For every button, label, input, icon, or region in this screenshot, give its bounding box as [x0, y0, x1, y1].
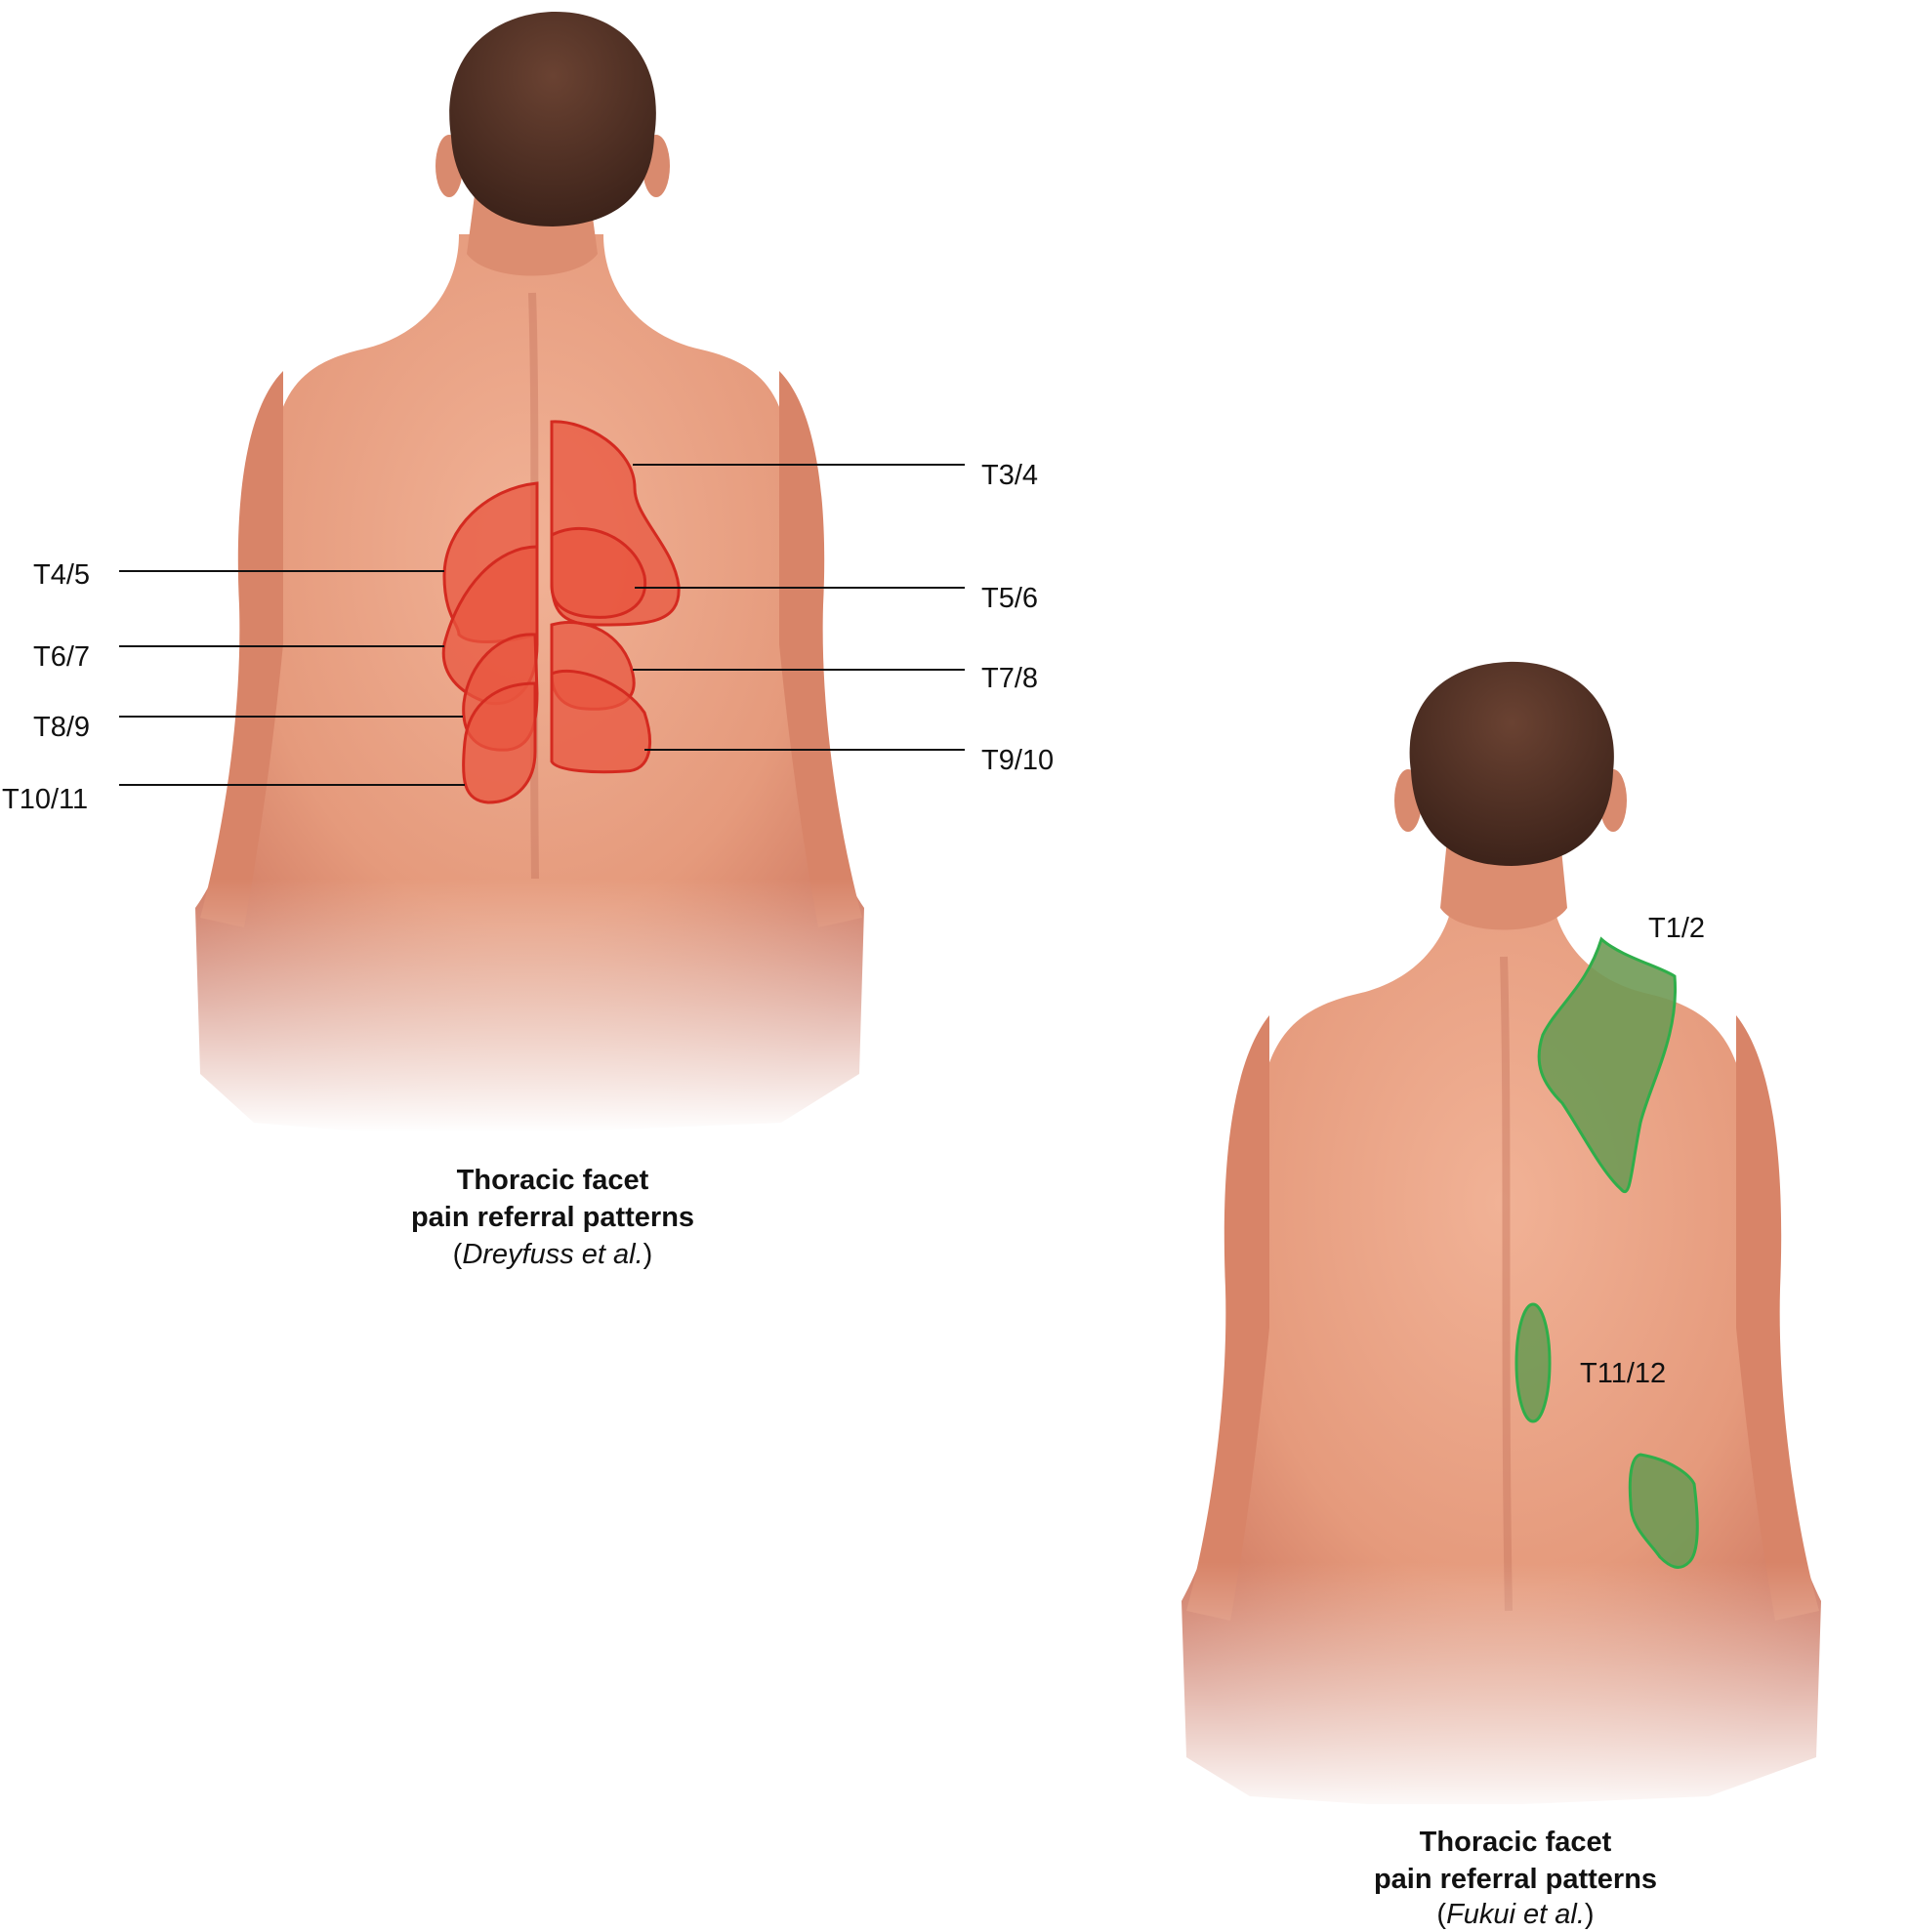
- right-caption-line3: (Fukui et al.): [1436, 1899, 1594, 1930]
- label-t6-7: T6/7: [33, 641, 90, 673]
- label-t1-2: T1/2: [1648, 913, 1705, 944]
- label-t9-10: T9/10: [981, 745, 1054, 776]
- right-spine-groove: [1500, 956, 1513, 1612]
- zone-t11-12: [1514, 1302, 1552, 1423]
- right-caption-line2: pain referral patterns: [1374, 1864, 1657, 1895]
- label-t3-4: T3/4: [981, 460, 1038, 491]
- left-leader-lines: [119, 464, 965, 786]
- zone-lower-right: [1628, 1453, 1699, 1569]
- label-t8-9: T8/9: [33, 712, 90, 743]
- left-caption-author: Dreyfuss et al.: [462, 1239, 643, 1270]
- label-t11-12: T11/12: [1580, 1358, 1666, 1389]
- label-t7-8: T7/8: [981, 663, 1038, 694]
- right-arm-left: [1186, 1015, 1269, 1621]
- left-referral-zones: [441, 420, 681, 804]
- right-hair: [1409, 661, 1614, 866]
- right-caption-line1: Thoracic facet: [1420, 1827, 1612, 1858]
- right-fade: [1133, 1562, 1904, 1816]
- label-t4-5: T4/5: [33, 559, 90, 591]
- left-caption-line1: Thoracic facet: [457, 1165, 649, 1196]
- zone-t10-11: [462, 681, 537, 804]
- left-caption-close-paren: ): [643, 1239, 653, 1270]
- zone-t1-2: [1537, 936, 1678, 1193]
- left-hair: [449, 11, 656, 226]
- left-caption: Thoracic facet pain referral patterns (D…: [411, 1165, 694, 1270]
- left-back-figure: [146, 11, 928, 1132]
- left-arm-left: [200, 371, 283, 927]
- label-t5-6: T5/6: [981, 583, 1038, 614]
- left-fade: [146, 879, 928, 1132]
- right-caption-open-paren: (: [1436, 1899, 1446, 1930]
- label-t10-11: T10/11: [2, 784, 88, 815]
- left-arm-right: [779, 371, 862, 927]
- left-caption-line2: pain referral patterns: [411, 1202, 694, 1233]
- right-caption-author: Fukui et al.: [1446, 1899, 1585, 1930]
- left-caption-open-paren: (: [453, 1239, 463, 1270]
- right-caption-close-paren: ): [1585, 1899, 1595, 1930]
- right-arm-right: [1736, 1015, 1819, 1621]
- right-referral-zones: [1514, 936, 1699, 1569]
- left-caption-line3: (Dreyfuss et al.): [453, 1239, 653, 1270]
- right-caption: Thoracic facet pain referral patterns (F…: [1374, 1827, 1657, 1930]
- right-back-figure: [1133, 661, 1904, 1816]
- zone-t9-10: [550, 669, 651, 774]
- zone-t5-6: [550, 526, 647, 619]
